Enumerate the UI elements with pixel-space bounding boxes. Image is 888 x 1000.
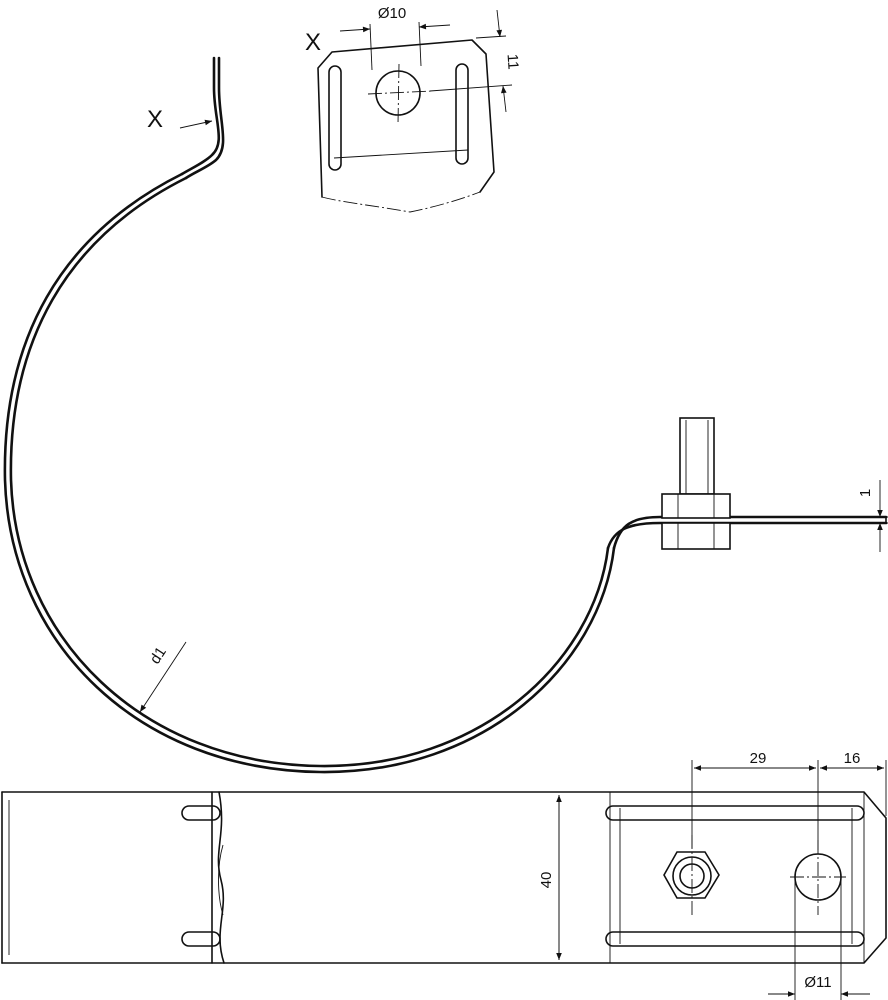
hole-large-label: Ø11 bbox=[804, 974, 831, 991]
thickness-dimension: 1 bbox=[857, 480, 888, 552]
diameter-dimension: d1 bbox=[139, 641, 187, 713]
detail-x-view: X Ø10 11 bbox=[305, 5, 522, 213]
thickness-label: 1 bbox=[857, 489, 874, 497]
hole-spacing-label: 29 bbox=[750, 750, 767, 767]
bolt-side bbox=[661, 417, 731, 550]
hole-top bbox=[790, 840, 846, 915]
hole-small-label: Ø10 bbox=[378, 5, 406, 22]
diameter-label: d1 bbox=[147, 644, 170, 667]
detail-marker-arrow bbox=[179, 119, 213, 129]
edge-distance-label: 16 bbox=[844, 750, 861, 767]
clamp-band-top-view bbox=[1, 791, 887, 964]
slot-offset-label: 11 bbox=[503, 53, 521, 70]
width-label: 40 bbox=[538, 872, 555, 889]
hole-large-dimension: Ø11 bbox=[768, 880, 870, 1000]
clamp-band-side-view bbox=[3, 56, 888, 774]
detail-label: X bbox=[305, 29, 321, 56]
detail-marker: X bbox=[147, 106, 163, 133]
hex-nut-top bbox=[663, 835, 720, 918]
width-dimension: 40 bbox=[538, 795, 562, 960]
top-dimensions: 29 16 bbox=[691, 750, 887, 850]
